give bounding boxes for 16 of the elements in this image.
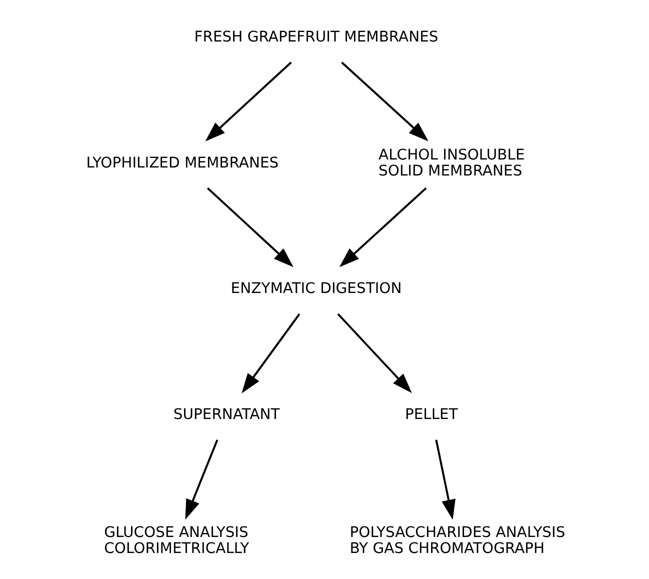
- arrow: [204, 62, 292, 142]
- arrow: [336, 313, 412, 394]
- arrow: [434, 440, 456, 520]
- node-text: LYOPHILIZED MEMBRANES: [86, 154, 278, 172]
- node-text: PELLET: [404, 406, 458, 424]
- node-text: FRESH GRAPEFRUIT MEMBRANES: [194, 28, 438, 46]
- node-text: ENZYMATIC DIGESTION: [230, 280, 402, 298]
- arrow: [184, 439, 218, 520]
- arrow: [338, 187, 426, 268]
- node-text: POLYSACCHARIDES ANALYSIS BY GAS CHROMATOGRAPH: [349, 524, 565, 557]
- arrow: [206, 187, 293, 268]
- arrow: [340, 62, 428, 142]
- arrow: [241, 313, 300, 394]
- node-text: SUPERNATANT: [172, 406, 280, 424]
- node-text: ALCHOL INSOLUBLE SOLID MEMBRANES: [378, 146, 524, 180]
- node-text: GLUCOSE ANALYSIS COLORIMETRICALLY: [104, 524, 249, 557]
